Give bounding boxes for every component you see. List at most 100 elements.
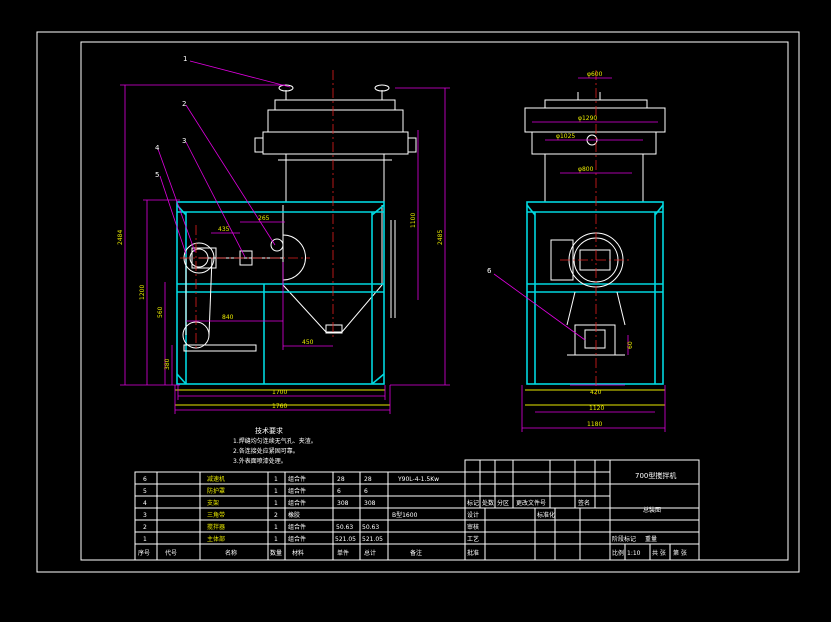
bom-name: 搅拌器 bbox=[207, 523, 225, 531]
bom-no: 4 bbox=[143, 500, 147, 507]
bom-material: 组合件 bbox=[288, 523, 306, 531]
dim-2485: 2485 bbox=[437, 230, 444, 245]
tb-label: 共 张 bbox=[652, 549, 666, 557]
bom-material: 组合件 bbox=[288, 475, 306, 483]
tb-label: 审核 bbox=[467, 523, 479, 531]
balloon-4: 4 bbox=[155, 144, 160, 152]
notes-title: 技术要求 bbox=[255, 426, 283, 435]
bom-material: 组合件 bbox=[288, 499, 306, 507]
dim-1760: 1760 bbox=[272, 403, 287, 410]
tb-label: 标记 bbox=[467, 499, 479, 507]
tb-label: 工艺 bbox=[467, 535, 479, 543]
bom-rows: 6 减速机 1 组合件 28 28 Y90L-4-1.5Kw 5 防护罩 1 组… bbox=[138, 475, 439, 557]
side-dimensions bbox=[493, 77, 666, 432]
drawing-title: 700型搅拌机 bbox=[635, 471, 676, 480]
dim-d1025: φ1025 bbox=[556, 133, 575, 140]
bom-unit: 6 bbox=[337, 488, 341, 495]
note-line-3: 3.外表面喷漆处理。 bbox=[233, 457, 287, 465]
dim-435: 435 bbox=[218, 226, 230, 233]
tb-label: 签名 bbox=[578, 499, 590, 507]
tb-label: 设计 bbox=[467, 511, 479, 519]
dim-2484: 2484 bbox=[117, 230, 124, 245]
bom-table bbox=[134, 471, 466, 561]
dim-d1290: φ1290 bbox=[578, 115, 597, 122]
bom-unit: 50.63 bbox=[336, 524, 353, 531]
bom-material: 组合件 bbox=[288, 535, 306, 543]
tb-label: 阶段标记 bbox=[612, 535, 636, 543]
balloon-2: 2 bbox=[182, 100, 186, 108]
bom-qty: 1 bbox=[274, 500, 278, 507]
note-line-2: 2.各连接处应紧固可靠。 bbox=[233, 447, 299, 455]
dim-d800: φ800 bbox=[578, 166, 594, 173]
bom-qty: 2 bbox=[274, 512, 278, 519]
bom-note: Y90L-4-1.5Kw bbox=[397, 476, 439, 483]
bom-total: 50.63 bbox=[362, 524, 379, 531]
bom-no: 6 bbox=[143, 476, 147, 483]
bom-no: 2 bbox=[143, 524, 147, 531]
bom-total: 28 bbox=[364, 476, 372, 483]
dim-265: 265 bbox=[258, 215, 270, 222]
bom-material: 橡胶 bbox=[288, 511, 300, 519]
dim-380: 380 bbox=[164, 358, 171, 370]
dim-1100: 1100 bbox=[410, 213, 417, 228]
bom-header: 材料 bbox=[292, 549, 304, 557]
balloon-6: 6 bbox=[487, 267, 492, 275]
tb-label: 重量 bbox=[645, 535, 657, 543]
bom-qty: 1 bbox=[274, 524, 278, 531]
side-view bbox=[524, 70, 666, 406]
dim-1180: 1180 bbox=[587, 421, 602, 428]
bom-header: 数量 bbox=[270, 549, 282, 557]
tb-label: 标准化 bbox=[537, 511, 555, 519]
bom-total: 6 bbox=[364, 488, 368, 495]
bom-header: 代号 bbox=[165, 549, 177, 557]
bom-qty: 1 bbox=[274, 476, 278, 483]
dim-1120: 1120 bbox=[589, 405, 604, 412]
tb-label: 第 张 bbox=[673, 549, 687, 557]
bom-no: 1 bbox=[143, 536, 147, 543]
bom-name: 三角带 bbox=[207, 511, 225, 519]
front-dimensions bbox=[120, 60, 450, 414]
bom-name: 减速机 bbox=[207, 475, 225, 483]
title-block-text: 700型搅拌机 总装图 标记 处数 分区 更改文件号 签名 设计 审核 工艺 批… bbox=[467, 471, 687, 557]
tb-label: 分区 bbox=[497, 499, 509, 507]
dim-60: 60 bbox=[627, 341, 634, 349]
tb-scale: 1:10 bbox=[627, 550, 641, 557]
dim-1700: 1700 bbox=[272, 389, 287, 396]
bom-no: 3 bbox=[143, 512, 147, 519]
bom-unit: 521.05 bbox=[335, 536, 356, 543]
bom-total: 521.05 bbox=[362, 536, 383, 543]
bom-qty: 1 bbox=[274, 488, 278, 495]
balloon-1: 1 bbox=[183, 55, 187, 63]
bom-name: 防护罩 bbox=[207, 487, 225, 495]
bom-header: 名称 bbox=[225, 549, 237, 557]
bom-total: 308 bbox=[364, 500, 376, 507]
tb-label: 处数 bbox=[482, 499, 494, 507]
bom-qty: 1 bbox=[274, 536, 278, 543]
tb-label: 更改文件号 bbox=[516, 499, 546, 507]
dim-840: 840 bbox=[222, 314, 234, 321]
tb-label: 批准 bbox=[467, 549, 479, 557]
dim-560: 560 bbox=[157, 306, 164, 318]
bom-note: B型1600 bbox=[392, 511, 418, 519]
note-line-1: 1.焊缝均匀连续无气孔、夹渣。 bbox=[233, 437, 317, 445]
outer-border bbox=[36, 31, 800, 573]
bom-no: 5 bbox=[143, 488, 147, 495]
bom-header: 序号 bbox=[138, 549, 150, 557]
bom-unit: 308 bbox=[337, 500, 349, 507]
bom-name: 支架 bbox=[207, 499, 219, 507]
balloon-3: 3 bbox=[182, 137, 186, 145]
title-block bbox=[464, 459, 700, 561]
balloon-5: 5 bbox=[155, 171, 159, 179]
front-view bbox=[175, 70, 417, 406]
bom-header: 备注 bbox=[410, 549, 422, 557]
bom-name: 主体部 bbox=[207, 535, 225, 543]
bom-unit: 28 bbox=[337, 476, 345, 483]
dim-d600: φ600 bbox=[587, 71, 603, 78]
assembly-label: 总装图 bbox=[643, 506, 661, 514]
tb-label: 比例 bbox=[612, 549, 624, 557]
dim-1200: 1200 bbox=[139, 285, 146, 300]
dim-450: 450 bbox=[302, 339, 314, 346]
bom-header: 单件 bbox=[337, 549, 349, 557]
bom-header: 总计 bbox=[364, 549, 376, 557]
